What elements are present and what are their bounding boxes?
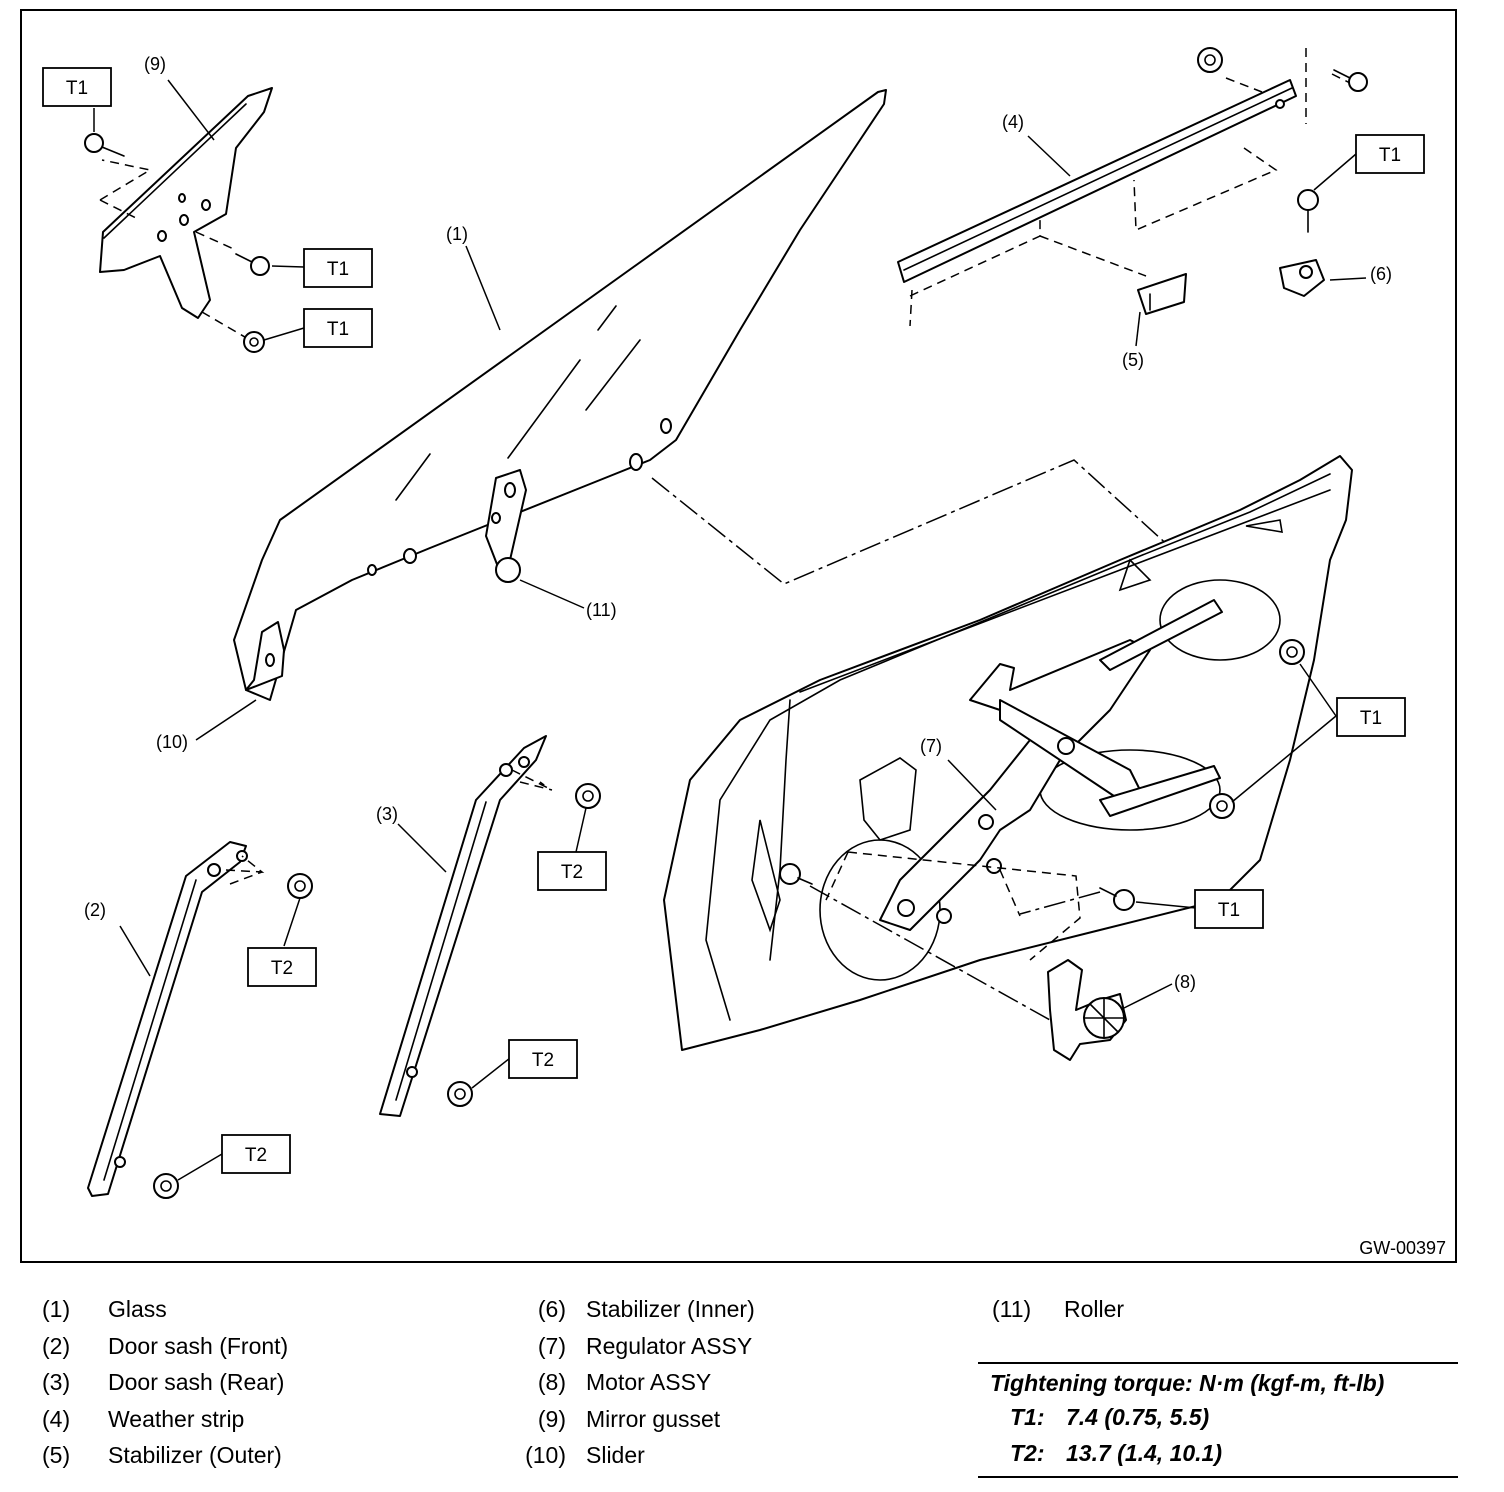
nut-icon bbox=[575, 783, 601, 809]
torque-tag-t2: T2 bbox=[537, 851, 607, 891]
door-glass bbox=[233, 89, 887, 701]
callout-11: (11) bbox=[586, 600, 617, 620]
torque-tag-t2: T2 bbox=[508, 1039, 578, 1079]
weather-strip bbox=[897, 48, 1353, 327]
callout-10: (10) bbox=[156, 732, 188, 752]
door-sash-rear bbox=[379, 735, 553, 1117]
svg-text:T1: T1 bbox=[1379, 145, 1401, 166]
nut-icon bbox=[153, 1173, 179, 1199]
assembly-line bbox=[809, 885, 1101, 1021]
torque-row-t1: T1:7.4 (0.75, 5.5) bbox=[1010, 1404, 1210, 1430]
nut-icon bbox=[1209, 793, 1235, 819]
nut-icon bbox=[287, 873, 313, 899]
torque-row-t2: T2:13.7 (1.4, 10.1) bbox=[1010, 1440, 1222, 1466]
nut-icon bbox=[243, 331, 265, 353]
stabilizer-outer bbox=[1137, 273, 1187, 315]
legend-column-1: (1)Glass (2)Door sash (Front) (3)Door sa… bbox=[42, 1294, 288, 1477]
svg-text:T1: T1 bbox=[66, 78, 88, 99]
legend-column-3: (11)Roller bbox=[992, 1294, 1125, 1331]
svg-text:T1: T1 bbox=[327, 259, 349, 280]
svg-text:T1: T1 bbox=[1218, 900, 1240, 921]
legend-item: (6)Stabilizer (Inner) bbox=[537, 1296, 755, 1322]
callout-7: (7) bbox=[920, 736, 942, 756]
legend-item: (9)Mirror gusset bbox=[537, 1405, 721, 1432]
callout-5: (5) bbox=[1122, 350, 1144, 370]
torque-tag-t1: T1 bbox=[1336, 697, 1406, 737]
torque-title: Tightening torque: N·m (kgf-m, ft-lb) bbox=[990, 1370, 1385, 1396]
callout-3: (3) bbox=[376, 804, 398, 824]
door-inner-panel bbox=[663, 455, 1353, 1051]
callout-9: (9) bbox=[144, 54, 166, 74]
legend-item: (7)Regulator ASSY bbox=[537, 1332, 753, 1359]
nut-icon bbox=[447, 1081, 473, 1107]
leader-lines bbox=[93, 79, 1367, 1181]
motor-assy bbox=[1047, 959, 1127, 1061]
bolt-icon bbox=[1099, 887, 1135, 911]
callout-2: (2) bbox=[84, 900, 106, 920]
legend-item: (1)Glass bbox=[42, 1296, 167, 1322]
nut-icon bbox=[1279, 639, 1305, 665]
callout-8: (8) bbox=[1174, 972, 1196, 992]
bolt-icon bbox=[84, 133, 125, 157]
bolt-icon bbox=[1333, 69, 1368, 92]
door-sash-front bbox=[87, 841, 265, 1197]
svg-text:T2: T2 bbox=[561, 862, 583, 883]
torque-tag-t2: T2 bbox=[221, 1134, 291, 1174]
torque-tag-t1: T1 bbox=[1355, 134, 1425, 174]
legend-item: (8)Motor ASSY bbox=[537, 1369, 712, 1395]
bolt-icon bbox=[779, 863, 813, 885]
legend-item: (4)Weather strip bbox=[42, 1405, 245, 1432]
legend-item: (2)Door sash (Front) bbox=[42, 1332, 289, 1359]
nut-icon bbox=[1197, 47, 1223, 73]
callout-4: (4) bbox=[1002, 112, 1024, 132]
regulator-assy bbox=[825, 599, 1223, 961]
svg-text:T1: T1 bbox=[1360, 708, 1382, 729]
svg-text:T1: T1 bbox=[327, 319, 349, 340]
legend-item: (5)Stabilizer (Outer) bbox=[42, 1442, 282, 1468]
bolt-icon bbox=[235, 253, 270, 276]
mirror-gusset bbox=[99, 87, 273, 341]
callout-6: (6) bbox=[1370, 264, 1392, 284]
legend-item: (10)Slider bbox=[525, 1442, 645, 1468]
stabilizer-inner bbox=[1279, 189, 1325, 297]
torque-table: Tightening torque: N·m (kgf-m, ft-lb) T1… bbox=[978, 1362, 1458, 1478]
torque-tag-t2: T2 bbox=[247, 947, 317, 987]
legend-column-2: (6)Stabilizer (Inner) (7)Regulator ASSY … bbox=[518, 1294, 755, 1477]
legend-item: (11)Roller bbox=[992, 1296, 1125, 1322]
torque-tag-t1: T1 bbox=[303, 248, 373, 288]
svg-text:T2: T2 bbox=[245, 1145, 267, 1166]
svg-text:T2: T2 bbox=[271, 958, 293, 979]
svg-text:T2: T2 bbox=[532, 1050, 554, 1071]
torque-tag-t1: T1 bbox=[1194, 889, 1264, 929]
figure-code: GW-00397 bbox=[1359, 1238, 1446, 1258]
torque-tag-t1: T1 bbox=[303, 308, 373, 348]
legend-item: (3)Door sash (Rear) bbox=[42, 1369, 285, 1395]
torque-tag-t1: T1 bbox=[42, 67, 112, 107]
callout-1: (1) bbox=[446, 224, 468, 244]
